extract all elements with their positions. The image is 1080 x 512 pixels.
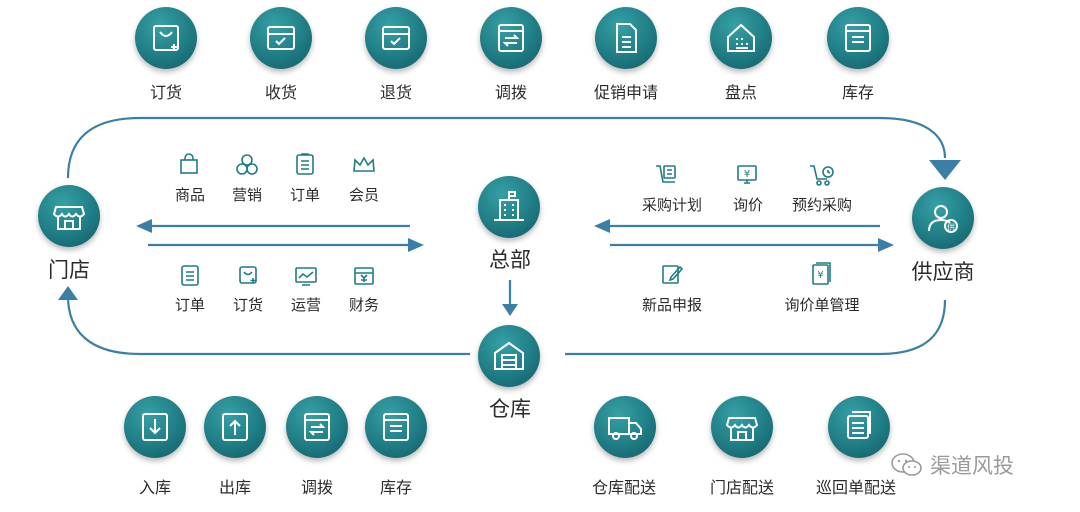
inventory-box-icon (845, 24, 871, 52)
finance-icon (354, 267, 374, 285)
warehouse-op-label-2: 出库 (218, 478, 252, 497)
hq-supplier-bottom-label-1: 新品申报 (641, 296, 703, 314)
top-op-icon-1 (135, 7, 197, 69)
delivery-truck-icon (608, 417, 642, 440)
building-icon (494, 191, 524, 221)
bottom-left-loop-line (66, 295, 470, 356)
svg-text:¥: ¥ (744, 169, 750, 180)
receive-box-icon (267, 26, 295, 50)
delivery-op-icon-3 (828, 396, 890, 458)
wechat-icon (891, 453, 922, 476)
inquiry-price-icon: ¥ (737, 165, 757, 184)
supplier-node-icon: 供 (912, 187, 974, 249)
store-hq-top-label-3: 订单 (289, 186, 321, 204)
warehouse-op-icon-3 (286, 396, 348, 458)
store-node-icon (38, 185, 100, 247)
top-op-icon-2 (250, 7, 312, 69)
top-op-icon-7 (827, 7, 889, 69)
store-hq-bottom-label-4: 财务 (348, 296, 380, 314)
watermark: 渠道风投 (890, 450, 1014, 480)
arrowhead-supplier-down (929, 160, 961, 180)
top-op-icon-6 (710, 7, 772, 69)
store-hq-bottom-label-2: 订货 (232, 296, 264, 314)
marketing-icon (236, 154, 258, 175)
top-op-label-1: 订货 (149, 83, 183, 102)
delivery-op-label-1: 仓库配送 (591, 478, 657, 497)
inbound-icon (142, 413, 168, 441)
purchase-plan-icon (656, 165, 676, 183)
transfer-icon (498, 24, 524, 52)
store-hq-top-label-2: 营销 (231, 186, 263, 204)
reservation-cart-icon (810, 165, 834, 186)
storefront-icon (52, 206, 86, 230)
arrowhead-store-up (58, 286, 78, 300)
store-hq-top-label-1: 商品 (174, 186, 206, 204)
warehouse-op-icon-1 (124, 396, 186, 458)
warehouse-node-label: 仓库 (489, 397, 531, 421)
supplier-person-icon: 供 (928, 205, 958, 233)
hq-supplier-bottom-label-2: 询价单管理 (784, 296, 860, 314)
top-op-label-4: 调拨 (494, 83, 528, 102)
delivery-op-icon-1 (594, 396, 656, 458)
store-hq-bottom-label-3: 运营 (290, 296, 322, 314)
top-op-label-7: 库存 (841, 83, 875, 102)
warehouse-op-label-3: 调拨 (300, 478, 334, 497)
watermark-text: 渠道风投 (930, 454, 1014, 478)
warehouse-op-icon-4 (365, 396, 427, 458)
order-list-icon (296, 153, 314, 175)
shopping-bag-icon (153, 25, 179, 51)
delivery-op-label-2: 门店配送 (709, 478, 775, 497)
warehouse-op-label-4: 库存 (379, 478, 413, 497)
top-op-label-3: 退货 (379, 83, 413, 102)
svg-text:¥: ¥ (817, 270, 823, 281)
order-list-icon (181, 265, 199, 286)
document-icon (616, 23, 637, 53)
svg-text:供: 供 (947, 222, 955, 232)
top-op-icon-4 (480, 7, 542, 69)
supplier-node-label: 供应商 (911, 260, 975, 284)
store-hq-bottom-label-1: 订单 (174, 296, 206, 314)
hq-node-label: 总部 (489, 248, 531, 272)
member-crown-icon (353, 156, 375, 172)
warehouse-op-label-1: 入库 (138, 478, 172, 497)
bottom-right-loop-line (565, 299, 947, 356)
top-op-label-6: 盘点 (724, 83, 758, 102)
house-icon (727, 23, 755, 52)
route-sheet-icon (847, 411, 871, 439)
inventory-box-icon (383, 413, 409, 441)
warehouse-node-icon (478, 325, 540, 387)
inquiry-sheet-icon: ¥ (812, 262, 831, 285)
store-hq-top-label-4: 会员 (348, 186, 380, 204)
reorder-bag-icon (239, 266, 257, 284)
warehouse-op-icon-2 (204, 396, 266, 458)
top-op-label-5: 促销申请 (593, 83, 659, 102)
delivery-op-label-3: 巡回单配送 (815, 478, 897, 497)
outbound-icon (222, 413, 248, 441)
top-op-icon-3 (365, 7, 427, 69)
delivery-op-icon-2 (711, 396, 773, 458)
hq-supplier-top-label-3: 预约采购 (791, 196, 853, 214)
operations-chart-icon (295, 267, 317, 286)
hq-supplier-top-label-2: 询价 (732, 196, 764, 214)
top-op-icon-5 (595, 7, 657, 69)
storefront-icon (725, 417, 759, 441)
product-bag-icon (180, 153, 198, 174)
warehouse-icon (494, 341, 524, 370)
top-op-label-2: 收货 (264, 83, 298, 102)
transfer-icon (304, 413, 330, 441)
top-loop-line (66, 116, 947, 179)
new-product-edit-icon (662, 265, 684, 284)
return-box-icon (382, 26, 410, 50)
store-node-label: 门店 (48, 258, 90, 282)
hq-supplier-top-label-1: 采购计划 (641, 196, 703, 214)
hq-node-icon (478, 176, 540, 238)
